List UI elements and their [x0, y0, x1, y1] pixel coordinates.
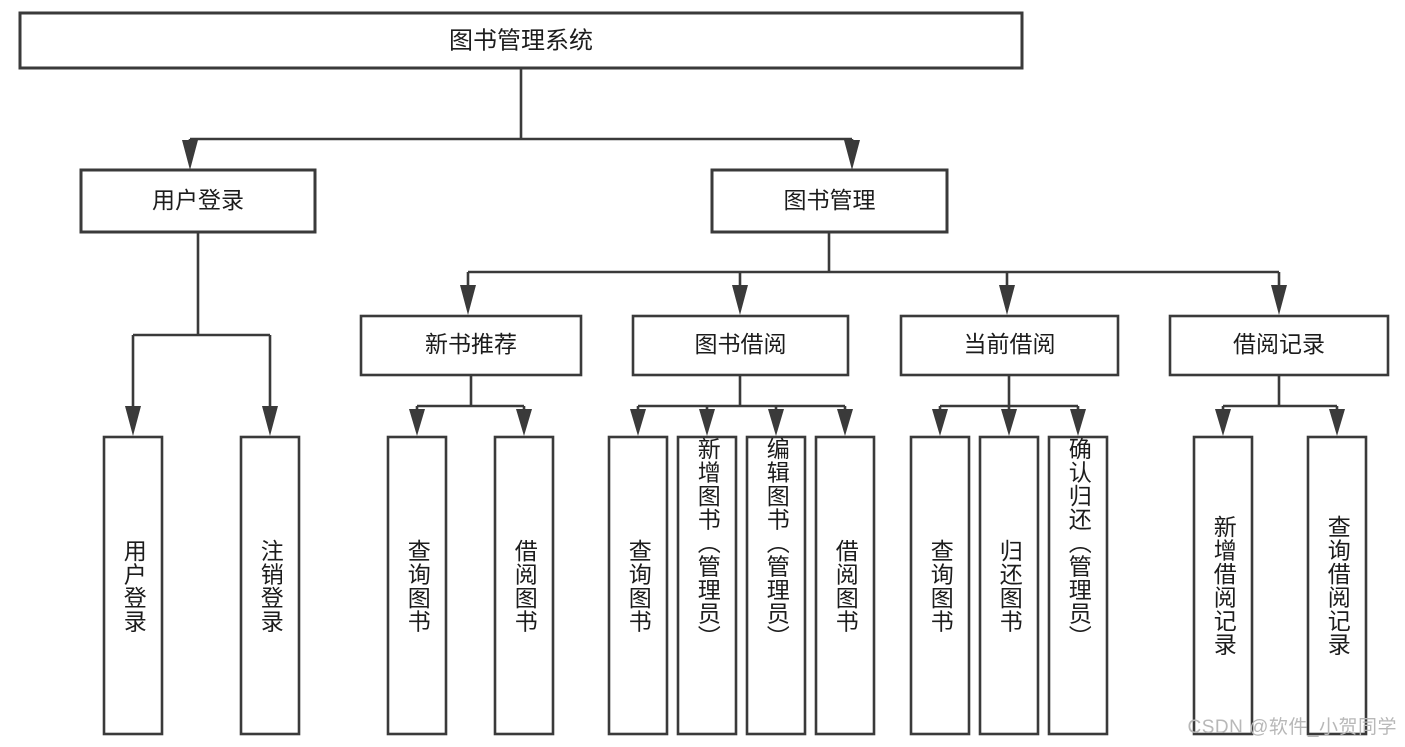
node-new-book-recommend[interactable]: 新书推荐 [359, 314, 583, 377]
leaf-box-user-login-0[interactable] [102, 435, 164, 736]
leaf-box-current-borrow-1[interactable] [978, 435, 1040, 736]
leaf-box-user-login-1[interactable] [239, 435, 301, 736]
leaf-box-borrow-record-0[interactable] [1192, 435, 1254, 736]
connector-bookmgmt-to-level3 [460, 232, 1287, 315]
node-book-borrow[interactable]: 图书借阅 [631, 314, 850, 377]
connector-current-to-leaves [932, 375, 1086, 436]
leaf-box-book-borrow-3[interactable] [814, 435, 876, 736]
node-user-login[interactable]: 用户登录 [79, 168, 317, 234]
connector-borrow-to-leaves [630, 375, 853, 436]
node-user-login-label: 用户登录 [152, 187, 244, 213]
node-borrow-record-label: 借阅记录 [1233, 331, 1325, 357]
leaf-box-borrow-record-1[interactable] [1306, 435, 1368, 736]
leaf-box-book-borrow-0[interactable] [607, 435, 669, 736]
node-new-book-recommend-label: 新书推荐 [425, 331, 517, 357]
leaf-box-new-book-0[interactable] [386, 435, 448, 736]
connector-root-to-level2 [182, 68, 860, 170]
node-book-borrow-label: 图书借阅 [695, 331, 787, 357]
leaf-box-book-borrow-1[interactable] [676, 435, 738, 736]
leaf-box-book-borrow-2[interactable] [745, 435, 807, 736]
node-current-borrow[interactable]: 当前借阅 [899, 314, 1120, 377]
node-book-management-label: 图书管理 [784, 187, 876, 213]
node-book-management[interactable]: 图书管理 [710, 168, 949, 234]
connector-newbook-to-leaves [409, 375, 532, 436]
node-root[interactable]: 图书管理系统 [18, 11, 1024, 70]
connector-record-to-leaves [1215, 375, 1345, 436]
node-current-borrow-label: 当前借阅 [964, 331, 1056, 357]
connector-userlogin-to-leaves [125, 232, 278, 436]
leaf-box-current-borrow-0[interactable] [909, 435, 971, 736]
node-root-label: 图书管理系统 [449, 27, 593, 54]
node-borrow-record[interactable]: 借阅记录 [1168, 314, 1390, 377]
leaf-box-current-borrow-2[interactable] [1047, 435, 1109, 736]
leaf-box-new-book-1[interactable] [493, 435, 555, 736]
